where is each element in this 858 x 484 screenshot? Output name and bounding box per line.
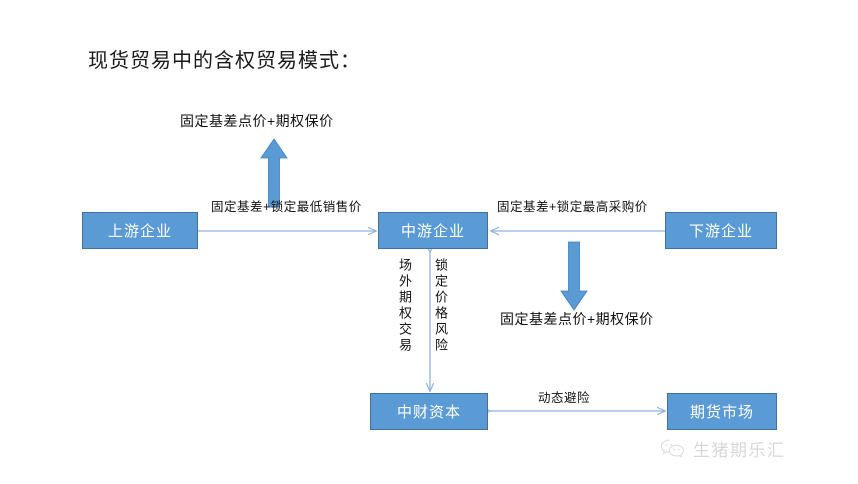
thick-arrow-label-right: 固定基差点价+期权保价 — [500, 311, 654, 327]
wechat-icon — [660, 439, 684, 457]
watermark: 生猪期乐汇 — [660, 436, 786, 461]
edge-label-upstream-midstream: 固定基差+锁定最低销售价 — [211, 200, 362, 214]
edge-label-dynamic-hedging: 动态避险 — [538, 391, 591, 405]
edge-label-lock-price-risk: 锁定价格风险 — [433, 258, 448, 354]
page-title: 现货贸易中的含权贸易模式： — [88, 50, 361, 72]
node-zhongcai-capital[interactable]: 中财资本 — [370, 393, 488, 430]
node-downstream-enterprise[interactable]: 下游企业 — [665, 212, 777, 249]
watermark-text: 生猪期乐汇 — [693, 441, 786, 460]
edge-label-otc-option-trade: 场外期权交易 — [397, 258, 412, 354]
thick-up-arrow — [260, 138, 288, 208]
node-futures-market[interactable]: 期货市场 — [667, 393, 777, 430]
edge-label-downstream-midstream: 固定基差+锁定最高采购价 — [497, 200, 648, 214]
node-midstream-enterprise[interactable]: 中游企业 — [378, 212, 488, 249]
thick-arrow-label-top: 固定基差点价+期权保价 — [180, 113, 334, 129]
node-upstream-enterprise[interactable]: 上游企业 — [82, 212, 198, 249]
thick-down-arrow — [560, 241, 588, 311]
